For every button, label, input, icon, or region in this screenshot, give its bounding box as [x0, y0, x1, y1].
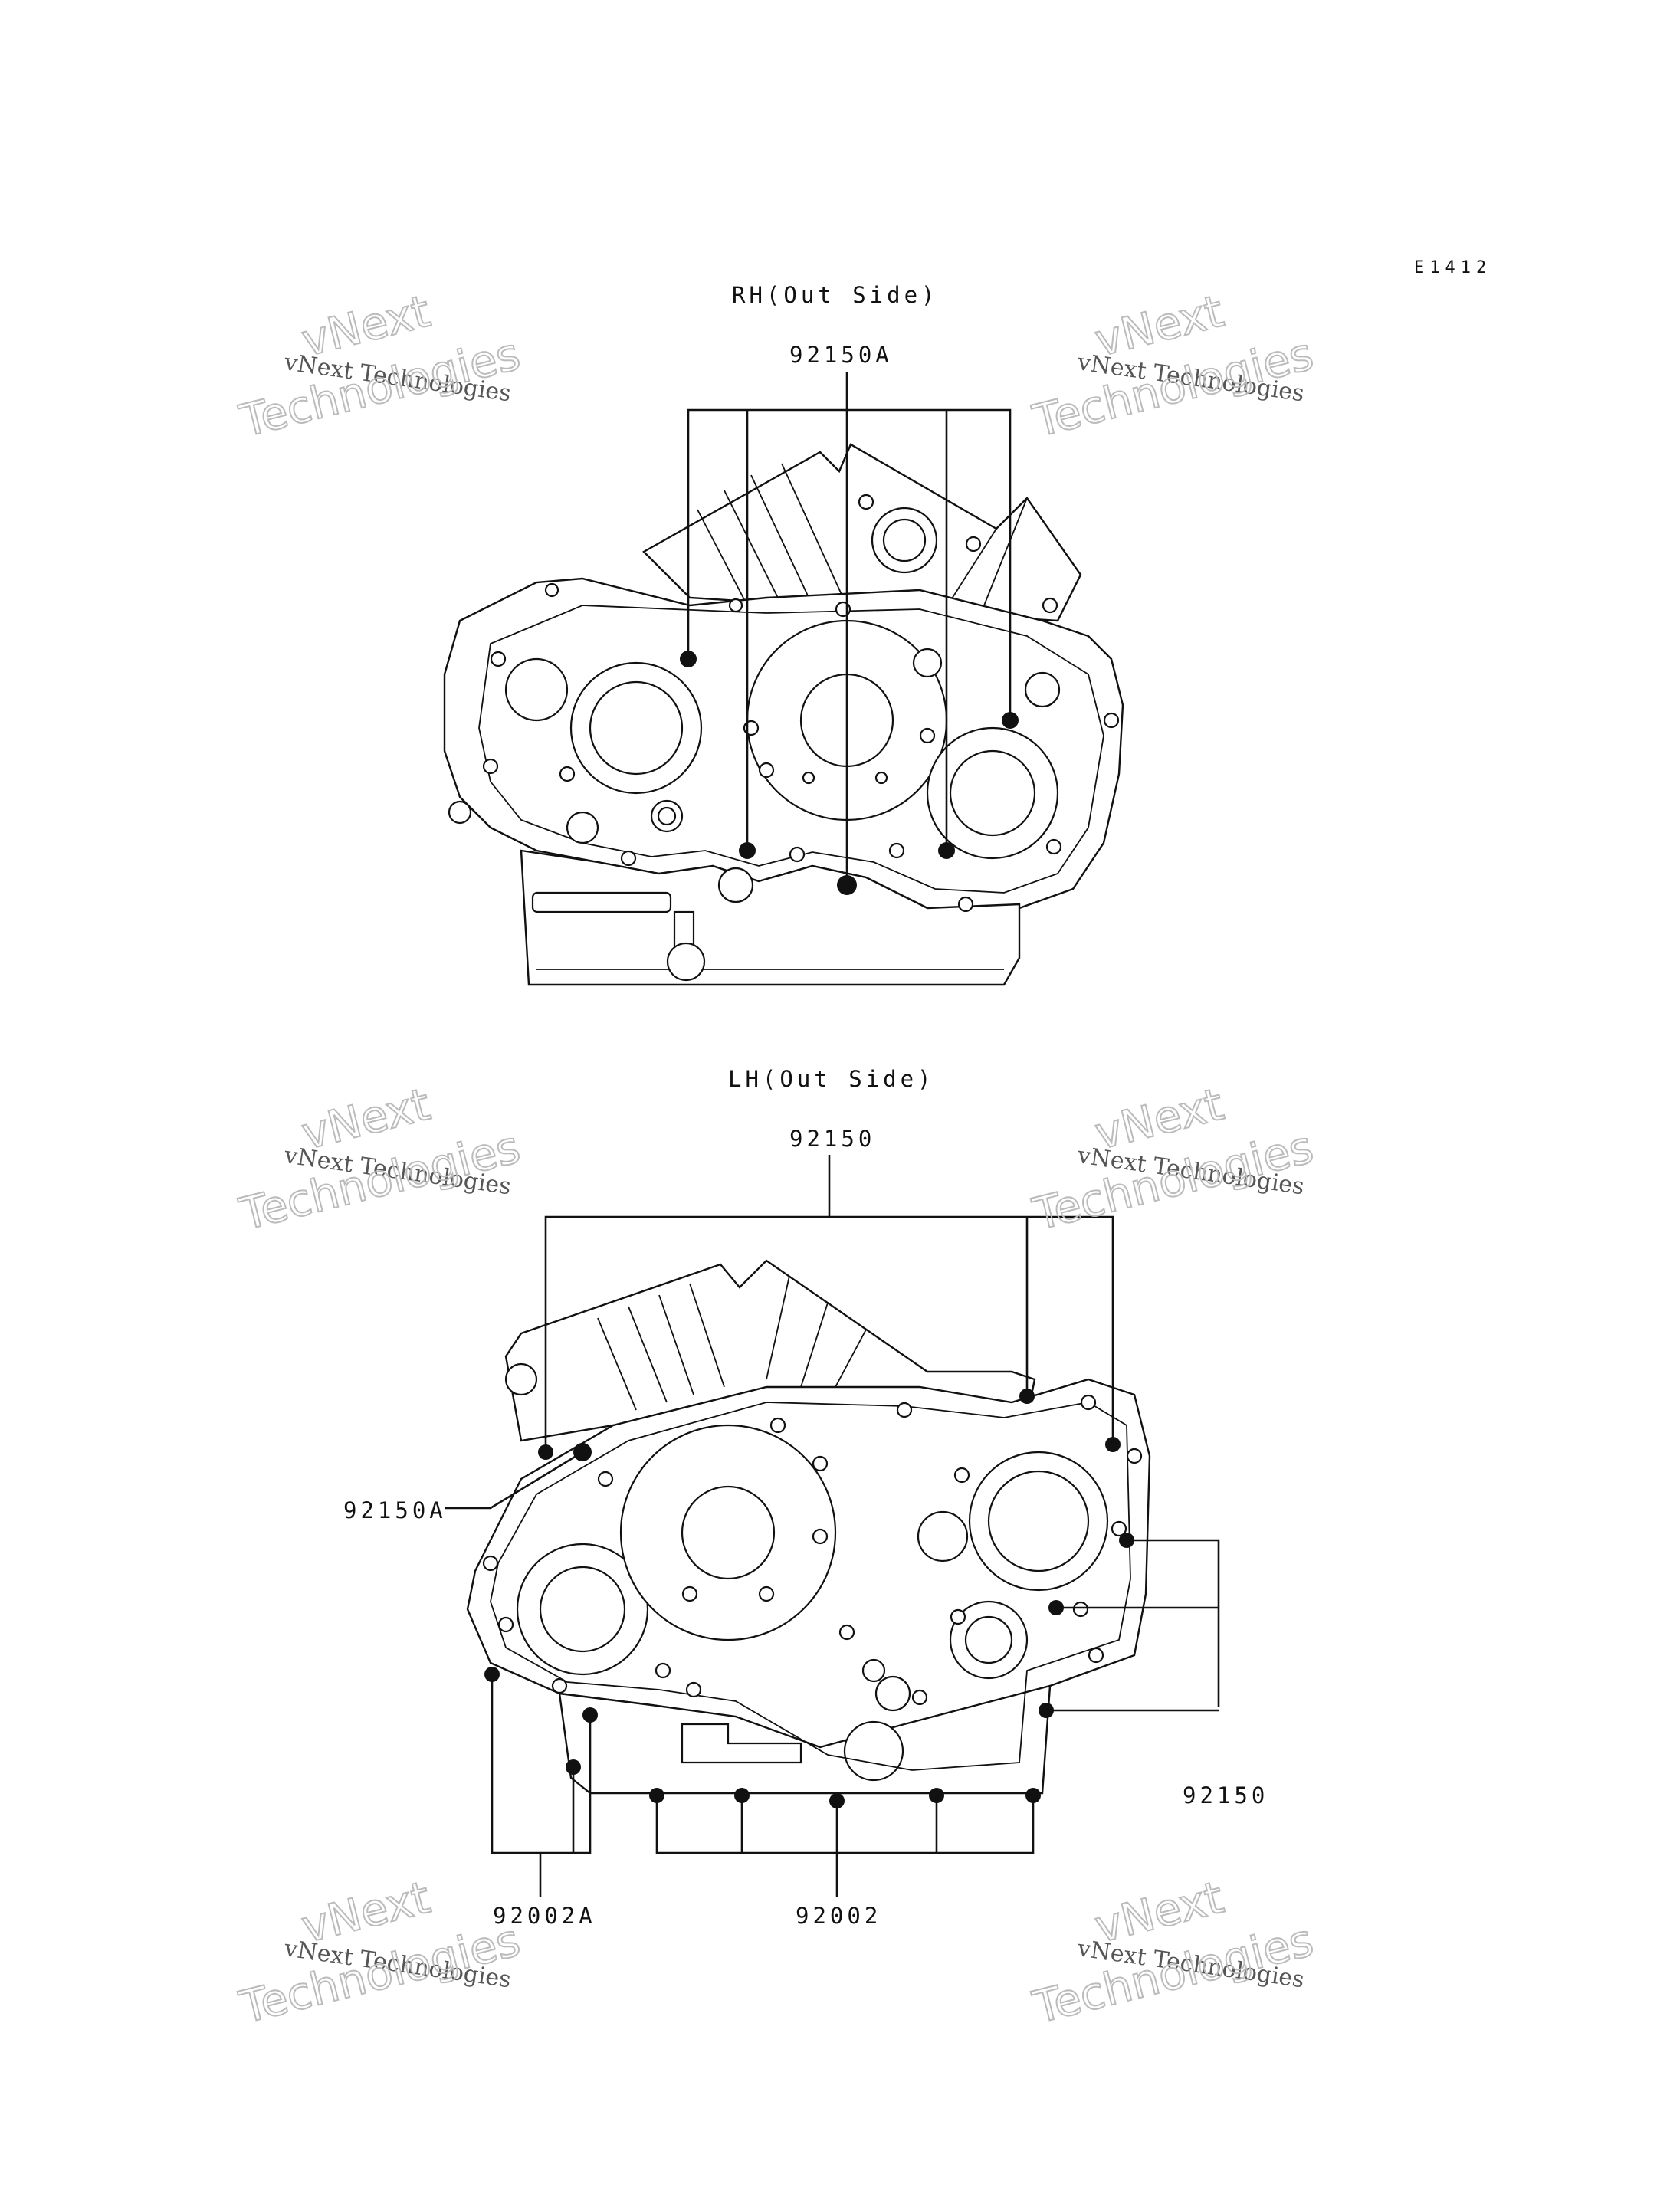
rh-callout-92150A: 92150A	[789, 342, 893, 368]
lh-callout-92002: 92002	[796, 1903, 881, 1929]
figure-code: E1412	[1414, 258, 1491, 277]
lh-callout-92002A: 92002A	[493, 1903, 596, 1929]
lh-leader-lines	[445, 1155, 1220, 1897]
lh-crankcase-drawing	[466, 1259, 1151, 1808]
lh-callout-92150-right: 92150	[1183, 1782, 1268, 1808]
lh-callout-92150A: 92150A	[343, 1497, 447, 1523]
lh-view: LH(Out Side) 92150 92150A 92150 92002A 9…	[343, 1066, 1268, 1929]
rh-crankcase-drawing	[443, 443, 1124, 986]
rh-view: RH(Out Side) 92150A	[443, 282, 1124, 986]
lh-view-title: LH(Out Side)	[728, 1066, 935, 1092]
rh-view-title: RH(Out Side)	[732, 282, 939, 308]
lh-callout-92150-top: 92150	[789, 1126, 875, 1152]
rh-leader-lines	[687, 372, 1012, 885]
